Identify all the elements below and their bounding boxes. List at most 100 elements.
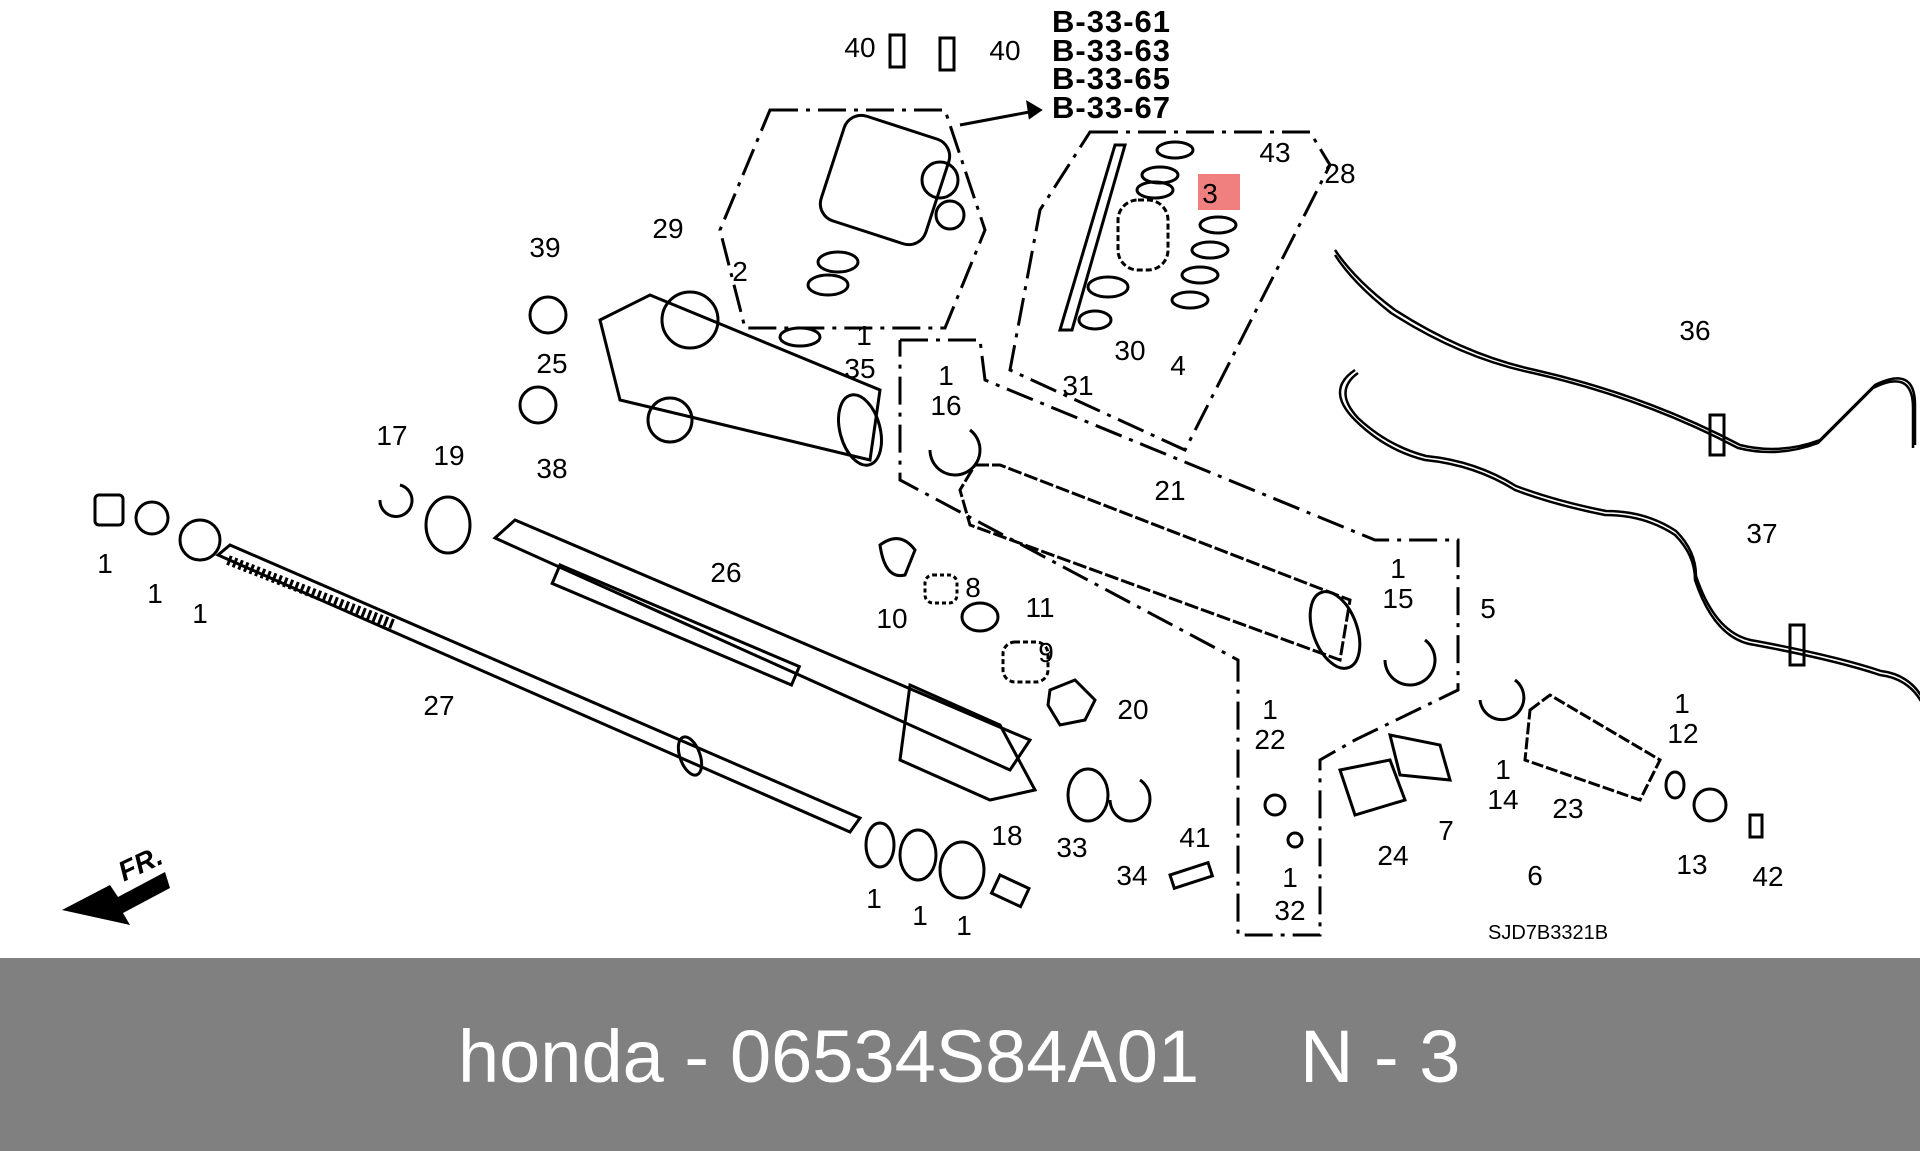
reference-code[interactable]: B-33-65	[1052, 61, 1171, 96]
spring-9	[1001, 640, 1050, 684]
callout-label[interactable]: 7	[1438, 815, 1454, 846]
callout-label[interactable]: 29	[652, 213, 683, 244]
clip-34	[1108, 778, 1152, 823]
callout-label[interactable]: 1	[866, 883, 882, 914]
callout-label[interactable]: 21	[1154, 475, 1185, 506]
callout-label[interactable]: 1	[1495, 754, 1511, 785]
callout-label[interactable]: 11	[1025, 592, 1054, 623]
seal-4a	[1198, 215, 1238, 235]
callout-label[interactable]: 1	[938, 360, 954, 391]
callout-label[interactable]: 25	[536, 348, 567, 379]
callout-label[interactable]: 41	[1179, 822, 1210, 853]
callout-label[interactable]: 40	[844, 32, 875, 63]
valve-block-end	[898, 682, 1038, 802]
callout-3-highlight	[1198, 174, 1240, 210]
callout-label[interactable]: 1	[147, 578, 163, 609]
callout-label[interactable]: 40	[989, 35, 1020, 66]
callout-label[interactable]: 17	[376, 420, 407, 451]
seal-2a	[816, 250, 860, 274]
callout-label[interactable]: 10	[876, 603, 907, 634]
callout-label[interactable]: 31	[1062, 370, 1093, 401]
group-outline-29	[718, 108, 987, 330]
callout-label[interactable]: 15	[1382, 583, 1413, 614]
callout-label[interactable]: 1	[192, 598, 208, 629]
ring-1d	[864, 821, 896, 869]
seal-35	[778, 326, 822, 348]
callout-label[interactable]: 42	[1752, 861, 1783, 892]
ring-1b	[134, 500, 170, 536]
valve-port	[934, 199, 966, 231]
seal-4b	[1190, 240, 1230, 260]
diagram-lines	[62, 33, 1920, 937]
callout-label[interactable]: 27	[423, 690, 454, 721]
callout-label[interactable]: 1	[1674, 688, 1690, 719]
spring-30	[1116, 198, 1170, 272]
seal-31	[1077, 309, 1113, 331]
seal-3a	[1140, 165, 1180, 185]
callout-label[interactable]: 36	[1679, 315, 1710, 346]
callout-label[interactable]: 1	[97, 548, 113, 579]
callout-label[interactable]: 3	[1202, 178, 1218, 209]
pipe-36	[1333, 249, 1917, 454]
callout-label[interactable]: 13	[1676, 849, 1707, 880]
callout-label[interactable]: 33	[1056, 832, 1087, 863]
diagram-drawing: 4040292433283925381353031436116171921371…	[62, 32, 1920, 941]
clamp-16	[928, 428, 982, 477]
callout-label[interactable]: 37	[1746, 518, 1777, 549]
callout-label[interactable]: 1	[912, 900, 928, 931]
callout-label[interactable]: 19	[433, 440, 464, 471]
housing-26	[492, 518, 1033, 772]
callout-label[interactable]: 2	[732, 256, 748, 287]
plug-39	[528, 295, 568, 335]
seal-4c	[1180, 265, 1220, 285]
callout-label[interactable]: 20	[1117, 694, 1148, 725]
callout-label[interactable]: 26	[710, 557, 741, 588]
callout-label[interactable]: 16	[930, 390, 961, 421]
callout-label[interactable]: 30	[1114, 335, 1145, 366]
seal-30	[1086, 275, 1130, 299]
bearing-1c	[178, 518, 222, 562]
callout-label[interactable]: 12	[1667, 718, 1698, 749]
housing-26-slot	[550, 563, 802, 687]
callout-label[interactable]: 23	[1552, 793, 1583, 824]
seal-43	[1155, 140, 1195, 160]
callout-label[interactable]: 1	[1390, 553, 1406, 584]
callout-label[interactable]: 22	[1254, 724, 1285, 755]
callout-label[interactable]: 6	[1527, 860, 1543, 891]
callout-label[interactable]: 34	[1116, 860, 1147, 891]
callout-label[interactable]: 1	[1282, 862, 1298, 893]
callout-label[interactable]: 5	[1480, 593, 1496, 624]
callout-label[interactable]: 18	[991, 820, 1022, 851]
callout-label[interactable]: 9	[1038, 637, 1054, 668]
callout-label[interactable]: 24	[1377, 840, 1408, 871]
callout-label[interactable]: 1	[856, 320, 872, 351]
group-outline-28	[1008, 130, 1332, 452]
callout-label[interactable]: 38	[536, 453, 567, 484]
callout-label[interactable]: 28	[1324, 158, 1355, 189]
seal-3b	[1135, 180, 1175, 200]
callout-label[interactable]: 35	[844, 353, 875, 384]
washer-11	[960, 601, 1000, 633]
callout-label[interactable]: 1	[1262, 694, 1278, 725]
diagram-code: SJD7B3321B	[1488, 922, 1609, 944]
washer-32	[1286, 831, 1304, 849]
footer-bar: honda - 06534S84A01 N - 3	[0, 958, 1920, 1151]
reference-code[interactable]: B-33-61	[1052, 4, 1171, 39]
ref-arrow	[959, 108, 1041, 127]
pipe-37-fitting	[1788, 623, 1806, 667]
reference-code[interactable]: B-33-63	[1052, 32, 1171, 68]
callout-label[interactable]: 8	[965, 572, 981, 603]
callout-label[interactable]: 1	[956, 910, 972, 941]
callout-label[interactable]: 32	[1274, 895, 1305, 926]
callout-label[interactable]: 43	[1259, 137, 1290, 168]
clamp-15	[1383, 638, 1437, 687]
callout-label[interactable]: 14	[1487, 784, 1518, 815]
boot-21	[958, 463, 1352, 663]
reference-code[interactable]: B-33-67	[1052, 89, 1171, 125]
pipe-37	[1338, 368, 1920, 702]
callout-label[interactable]: 39	[529, 232, 560, 263]
nut-20	[1046, 678, 1097, 727]
callout-label[interactable]: 4	[1170, 350, 1186, 381]
